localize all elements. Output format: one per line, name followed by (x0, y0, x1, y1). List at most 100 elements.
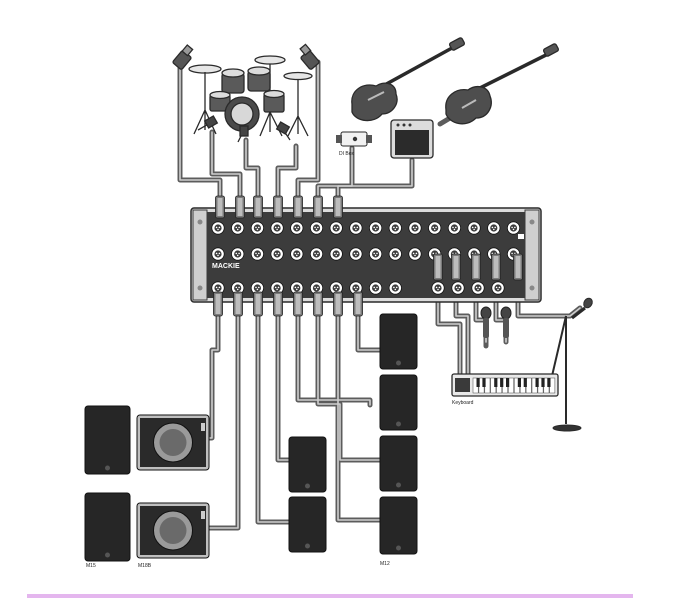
xlr-input-jack (408, 247, 422, 261)
black-key (476, 378, 480, 387)
black-key (523, 378, 527, 387)
xlr-plug (353, 291, 363, 317)
m12-speaker-2 (379, 374, 418, 431)
monitor-speaker-1 (288, 436, 327, 493)
xlr-input-jack (211, 221, 225, 235)
m12-speaker-4 (379, 496, 418, 555)
xlr-output-jack (451, 281, 465, 295)
xlr-input-jack (467, 221, 481, 235)
xlr-output-jack (231, 281, 245, 295)
xlr-plug (293, 291, 303, 317)
xlr-input-jack (349, 247, 363, 261)
black-key (547, 378, 551, 387)
xlr-output-jack (388, 281, 402, 295)
keyboard-mic-plugs (433, 253, 523, 281)
xlr-input-jack (309, 221, 324, 235)
xlr-input-jack (270, 221, 284, 235)
black-key (541, 378, 545, 387)
xlr-input-jack (329, 221, 343, 235)
keyboard-label: Keyboard (452, 400, 474, 406)
m18b-sub-top (136, 414, 210, 471)
black-key (517, 378, 521, 387)
jack-plug (491, 253, 501, 281)
xlr-input-jack (290, 247, 304, 261)
xlr-input-row-1 (211, 221, 521, 235)
xlr-input-jack (447, 221, 461, 235)
input-plugs (215, 195, 343, 219)
xlr-output-jack (431, 281, 445, 295)
xlr-input-jack (368, 247, 383, 261)
handheld-mic-2-icon (500, 306, 512, 338)
xlr-plug (215, 195, 225, 219)
cables (177, 59, 583, 531)
xlr-input-jack (428, 221, 442, 235)
xlr-plug (235, 195, 245, 219)
xlr-input-jack (309, 247, 324, 261)
jack-plug (433, 253, 443, 281)
xlr-plug (213, 291, 223, 317)
overhead-mic-right-icon (299, 43, 320, 70)
m18b-sub-bottom (136, 502, 210, 559)
mic-stand-icon (551, 297, 593, 432)
guitar-amp-icon (390, 119, 434, 159)
di-box-icon (336, 131, 372, 147)
xlr-input-jack (211, 247, 225, 261)
drum-kit-icon (172, 43, 320, 143)
xlr-input-jack (368, 221, 383, 235)
xlr-plug (253, 291, 263, 317)
black-key (506, 378, 510, 387)
xlr-input-jack (250, 221, 264, 235)
xlr-plug (313, 291, 323, 317)
keyboard-icon (451, 373, 559, 397)
monitor-speaker-2 (288, 496, 327, 553)
xlr-plug (333, 291, 343, 317)
output-plugs (213, 291, 363, 317)
jack-plug (451, 253, 461, 281)
bass-guitar-icon (351, 37, 466, 122)
m18b-label: M18B (138, 563, 152, 569)
xlr-plug (233, 291, 243, 317)
xlr-input-jack (487, 221, 501, 235)
black-key (482, 378, 486, 387)
handheld-mic-1-icon (480, 306, 492, 338)
xlr-output-row (211, 281, 505, 295)
speakers (84, 313, 418, 562)
xlr-input-jack (388, 247, 402, 261)
m12-speaker-3 (379, 435, 418, 492)
xlr-output-jack (368, 281, 383, 295)
black-key (535, 378, 539, 387)
xlr-plug (273, 291, 283, 317)
xlr-plug (273, 195, 283, 219)
m15-label: M15 (86, 563, 96, 569)
m15-speaker-bottom (84, 492, 131, 562)
brand-logo: MACKIE (212, 263, 240, 270)
overhead-mic-left-icon (172, 44, 194, 70)
xlr-input-jack (506, 221, 521, 235)
xlr-input-jack (250, 247, 264, 261)
xlr-plug (253, 195, 263, 219)
m15-speaker-top (84, 405, 131, 475)
xlr-plug (313, 195, 323, 219)
m12-label: M12 (380, 561, 390, 567)
xlr-input-jack (388, 221, 402, 235)
xlr-plug (293, 195, 303, 219)
black-key (494, 378, 498, 387)
xlr-output-jack (471, 281, 485, 295)
electric-guitar-icon (445, 43, 560, 125)
xlr-input-jack (290, 221, 304, 235)
keyboard-keys (472, 377, 556, 394)
xlr-input-jack (349, 221, 363, 235)
xlr-input-jack (270, 247, 284, 261)
footer-divider (27, 594, 633, 598)
xlr-input-jack (231, 247, 245, 261)
xlr-output-jack (211, 281, 225, 295)
xlr-input-jack (231, 221, 245, 235)
black-key (500, 378, 504, 387)
xlr-plug (333, 195, 343, 219)
di-box-label: DI Box (339, 151, 355, 157)
jack-plug (471, 253, 481, 281)
m12-speaker-1 (379, 313, 418, 370)
xlr-output-jack (491, 281, 505, 295)
xlr-input-jack (408, 221, 422, 235)
